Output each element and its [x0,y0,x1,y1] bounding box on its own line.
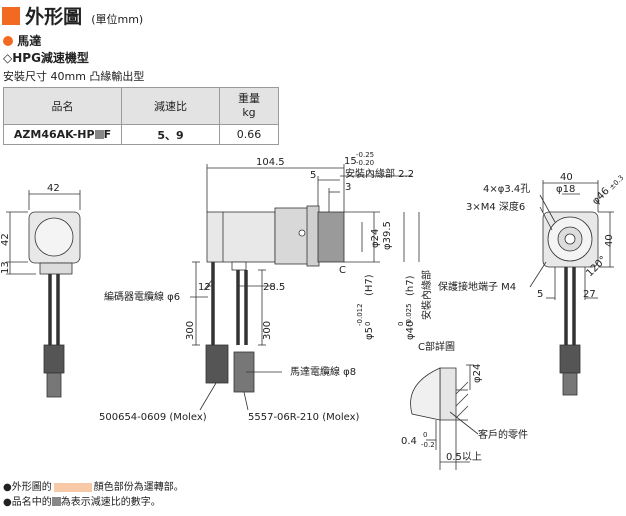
model-cell: AZM46AK-HP F [3,124,122,145]
dim-42-vertical: 42 [0,233,11,246]
note-1-pre: ●外形圖的 [3,482,52,493]
header-square-icon [2,7,20,25]
dim-104-5: 104.5 [256,157,285,168]
dim-300-a: 300 [185,321,196,340]
dim-40: 40 [560,172,573,183]
ground-label: 保護接地端子 M4 [438,280,516,293]
col-weight-header: 重量 kg [219,87,279,125]
note-2-post: 為表示減速比的數字。 [60,497,161,508]
page-header: 外形圖 (單位mm) [2,2,144,28]
output-flange [317,211,345,263]
left-view-shaft [34,217,74,257]
connector-2-label: 5557-06R-210 (Molex) [248,412,360,423]
model-suffix: F [103,128,112,141]
motor-cable-label: 馬達電纜線 φ8 [290,365,356,378]
ratio-square-icon [51,497,61,506]
dim-300-b: 300 [262,321,273,340]
phi40-tol-dn: -0.025 [405,303,413,326]
dim-42: 42 [47,183,60,194]
phi18-label: φ18 [556,184,575,195]
phi39-5-label: φ39.5 [382,221,393,250]
phi46-tol: ±0.3 [608,174,626,192]
encoder-connector [205,344,229,384]
dim-5: 5 [310,170,316,181]
weight-cell: 0.66 [219,124,279,145]
phi5-label: φ5 [364,327,375,340]
dim-15: 15 [344,156,357,167]
dim-15-tol-dn: -0.20 [356,159,374,167]
phi24-detail: φ24 [472,364,483,383]
encoder-cable-label: 編碼器電纜線 φ6 [104,290,180,303]
phi40-tol-up: 0 [397,322,405,326]
dim-0-5: 0.5以上 [446,451,482,463]
dim-12: 12 [198,282,211,293]
spec-line: 安裝尺寸 40mm 凸緣輸出型 [3,70,145,83]
dim-0-4: 0.4 [401,436,417,447]
note-1-post: 顏色部份為運轉部。 [93,482,184,493]
dim-28-5: 28.5 [263,282,285,293]
c-label: C [339,265,346,276]
flange-label: 安裝內緣部 2.2 [345,167,414,180]
screws-label: 3×M4 深度6 [466,200,525,213]
note-2-pre: ●品名中的 [3,497,52,508]
detail-c-label: C部詳圖 [418,340,455,353]
dim-15-tol-up: -0.25 [356,151,374,159]
dim-0-4-tol-dn: -0.2 [421,441,435,449]
dim-40-vertical: 40 [604,234,615,247]
connector-1-label: 500654-0609 (Molex) [99,412,207,423]
phi40-label: φ40 [405,321,416,340]
note-2: ●品名中的為表示減速比的數字。 [3,493,161,508]
inner-flange-label: 安裝內緣部 [420,270,433,320]
phi24-label: φ24 [370,229,381,248]
model-prefix: AZM46AK-HP [13,128,95,141]
running-part-swatch [53,482,92,492]
note-1: ●外形圖的 顏色部份為運轉部。 [3,478,184,493]
dim-3: 3 [345,182,351,193]
motor-heading: 馬達 [3,32,41,49]
dim-13: 13 [0,261,11,274]
h7-label-b: (h7) [405,275,416,296]
h7-label-a: (H7) [364,274,375,296]
weight-unit-label: kg [242,106,256,119]
phi5-tol-dn: 0 [364,322,372,326]
phi5-tol-up: -0.012 [356,303,364,326]
weight-header-label: 重量 [238,92,260,105]
motor-body [206,211,276,263]
table-header-row: 品名 減速比 重量 kg [3,87,279,125]
product-heading: ◇HPG減速機型 [3,51,89,65]
dim-0-4-tol-up: 0 [423,431,427,439]
unit-label: (單位mm) [91,13,144,26]
holes-label: 4×φ3.4孔 [483,183,530,195]
phi46-label: φ46 [590,186,611,207]
customer-part-label: 客戶的零件 [478,428,528,441]
orange-dot-icon [3,36,13,46]
motor-label: 馬達 [17,34,42,48]
dim-5-right: 5 [537,289,543,300]
dim-27: 27 [583,289,596,300]
ratio-placeholder-icon [94,130,104,139]
page-title: 外形圖 [25,6,83,28]
